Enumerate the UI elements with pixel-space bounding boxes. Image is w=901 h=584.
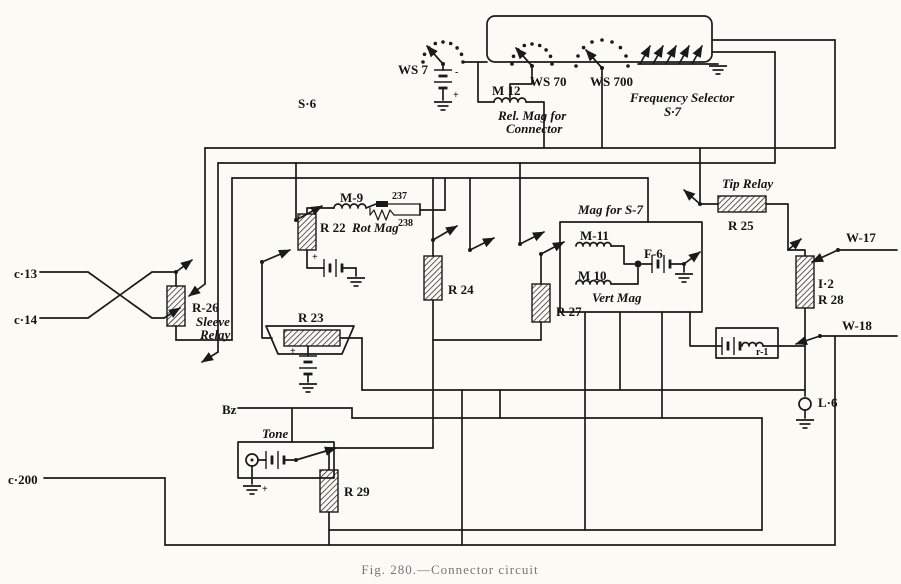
label-r27: R 27	[556, 304, 582, 319]
relay-coil-r29	[319, 447, 339, 546]
label-bz: Bz	[222, 402, 237, 417]
label-sleeve: Sleeve	[196, 314, 230, 329]
r23-battery	[297, 354, 319, 376]
ws7-battery	[432, 68, 454, 90]
r23-plus-mark: +	[290, 346, 296, 357]
l6-ground-icon	[795, 419, 815, 429]
label-ws7: WS 7	[398, 62, 428, 77]
label-frequency-selector: Frequency Selector	[629, 90, 735, 105]
label-r22: R 22	[320, 220, 346, 235]
relay-coil-r23	[265, 325, 363, 393]
tone-battery	[264, 449, 286, 471]
label-m12: M 12	[492, 83, 521, 98]
label-r1: r-1	[756, 347, 768, 358]
label-rel-mag-line2: Connector	[506, 121, 563, 136]
label-c14: c·14	[14, 312, 38, 327]
r22-battery	[322, 257, 344, 279]
figure-caption: Fig. 280.—Connector circuit	[361, 562, 538, 577]
label-contact-238: 238	[398, 218, 413, 229]
label-ws70: WS 70	[530, 74, 566, 89]
r22-plus-mark: +	[312, 252, 318, 263]
battery-minus-mark: -	[455, 67, 458, 78]
magnet-m11	[575, 241, 612, 247]
label-ws700: WS 700	[590, 74, 633, 89]
label-f6: F-6	[644, 246, 663, 261]
label-relay: Relay	[199, 327, 231, 342]
m12-relay-magnet	[477, 61, 545, 149]
label-r25: R 25	[728, 218, 754, 233]
selector-contact-bank	[637, 45, 728, 75]
magnet-m10	[575, 279, 612, 285]
relay-coil-r26	[166, 285, 186, 341]
label-l6: L·6	[818, 395, 838, 410]
schematic-labels: S·6 WS 7 - + M 12 WS 70 WS 700 Rel. Mag …	[8, 62, 876, 577]
bank-ground-icon	[708, 65, 728, 75]
w17-lead	[811, 248, 898, 263]
tip-relay-r25	[683, 189, 806, 257]
label-r26: R-26	[192, 300, 219, 315]
label-m9: M-9	[340, 190, 364, 205]
label-s6: S·6	[298, 96, 317, 111]
label-rel-mag-line1: Rel. Mag for	[497, 108, 567, 123]
lamp-l6	[798, 397, 812, 411]
frequency-selector-box	[462, 15, 836, 164]
label-c13: c·13	[14, 266, 38, 281]
tone-ground-icon	[242, 485, 262, 495]
w18-lead	[795, 334, 898, 346]
label-r29: R 29	[344, 484, 370, 499]
label-r24: R 24	[448, 282, 474, 297]
ws70-selector	[509, 42, 554, 99]
label-c200: c·200	[8, 472, 38, 487]
label-tip-relay: Tip Relay	[722, 176, 773, 191]
battery-plus-mark: +	[453, 90, 459, 101]
label-r28: R 28	[818, 292, 844, 307]
label-w18: W-18	[842, 318, 872, 333]
label-i2: I·2	[818, 276, 834, 291]
label-m10: M 10	[578, 268, 607, 283]
fuse-f6	[634, 260, 642, 268]
relay-coil-r22	[260, 213, 366, 339]
label-w17: W-17	[846, 230, 876, 245]
tone-plus-mark: +	[262, 484, 268, 495]
r22-ground-icon	[346, 277, 366, 287]
label-r23: R 23	[298, 310, 324, 325]
label-mag-for-s7: Mag for S-7	[577, 202, 644, 217]
ws700-selector	[574, 38, 630, 149]
label-vert-mag: Vert Mag	[592, 290, 642, 305]
r23-ground-icon	[298, 383, 318, 393]
resistance-unit-r1	[689, 311, 779, 359]
s7-ground-icon	[674, 273, 694, 283]
ws7-selector	[421, 40, 465, 111]
mag-for-s7-unit	[559, 221, 703, 313]
label-tone: Tone	[262, 426, 288, 441]
label-contact-237: 237	[392, 191, 407, 202]
r1-battery	[720, 335, 742, 357]
relay-coil-r24	[423, 177, 545, 391]
ws7-ground-icon	[433, 101, 453, 111]
label-rot-mag: Rot Mag	[351, 220, 399, 235]
label-s7: S·7	[664, 104, 681, 119]
label-m11: M-11	[580, 228, 609, 243]
circuit-wiring	[43, 147, 836, 546]
relay-coil-r28	[777, 255, 815, 429]
